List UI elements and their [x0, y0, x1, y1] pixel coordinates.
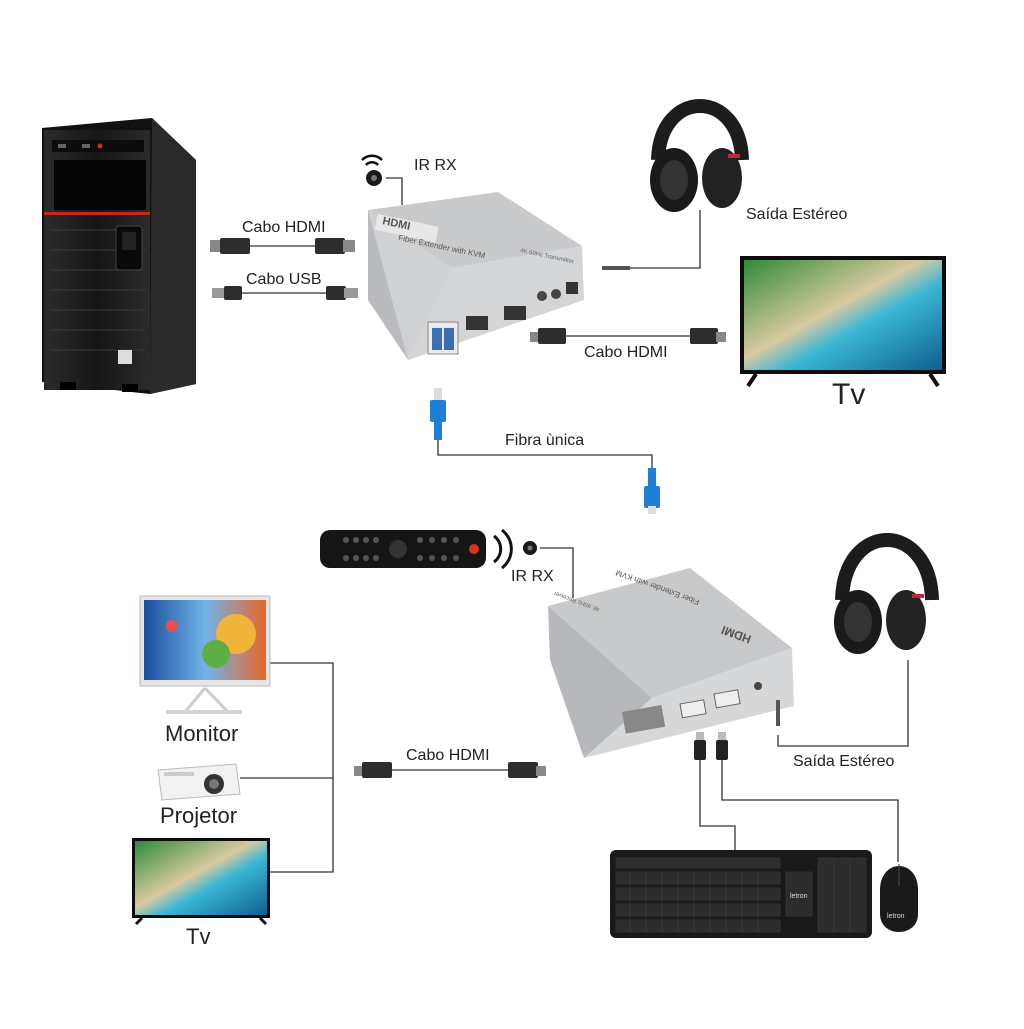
audio-bottom-wire	[777, 660, 909, 747]
hdmi-cable-rx-label: Cabo HDMI	[406, 747, 490, 764]
ir-rx-top-wire	[386, 177, 403, 205]
ir-rx-bottom-label: IR RX	[511, 568, 554, 585]
headphones-bottom	[776, 533, 939, 726]
pc-usb-cable	[212, 286, 358, 300]
audio-top-wire	[630, 210, 701, 269]
audio-top-label: Saída Estéreo	[746, 206, 848, 223]
tv-bottom	[132, 838, 270, 926]
tv-top-label: Tv	[832, 378, 866, 411]
receiver-box	[548, 568, 794, 758]
keyboard: letron	[610, 850, 872, 938]
fiber-connector-top	[430, 388, 446, 440]
headphones-top	[602, 99, 749, 270]
projector	[157, 763, 241, 801]
tv-hdmi-cable	[530, 328, 726, 344]
ir-receiver-bottom	[523, 541, 537, 555]
fiber-wire	[437, 440, 653, 468]
pc-hdmi-cable	[210, 238, 355, 254]
rx-hdmi-cable	[354, 762, 546, 778]
mouse: letron	[880, 864, 918, 932]
connection-lines	[240, 177, 909, 873]
tv-bottom-label: Tv	[186, 924, 211, 949]
monitor-label: Monitor	[165, 721, 239, 746]
projector-label: Projetor	[160, 803, 238, 828]
fiber-label: Fibra ùnica	[505, 432, 585, 449]
monitor	[139, 595, 271, 714]
pc-tower	[42, 118, 196, 394]
hdmi-cable-tv-label: Cabo HDMI	[584, 344, 668, 361]
audio-bottom-label: Saída Estéreo	[793, 753, 895, 770]
monitor-wire	[264, 662, 334, 873]
mouse-usb-plug	[716, 732, 728, 760]
ir-rx-top-label: IR RX	[414, 157, 457, 174]
hdmi-cable-pc-label: Cabo HDMI	[242, 219, 326, 236]
transmitter-box	[368, 192, 584, 360]
ir-receiver-top	[361, 154, 383, 186]
tv-top	[740, 256, 946, 388]
mouse-usb-wire	[721, 760, 899, 862]
ir-rx-bottom-wire	[540, 547, 574, 598]
remote-control	[320, 528, 513, 570]
keyboard-usb-wire	[699, 760, 736, 850]
transmitter-brand: HDMI	[381, 215, 411, 233]
keyboard-brand: letron	[790, 893, 808, 900]
keyboard-usb-plug	[694, 732, 706, 760]
fiber-connector-bottom	[644, 468, 660, 514]
mouse-brand: letron	[887, 913, 905, 920]
usb-cable-pc-label: Cabo USB	[246, 271, 322, 288]
